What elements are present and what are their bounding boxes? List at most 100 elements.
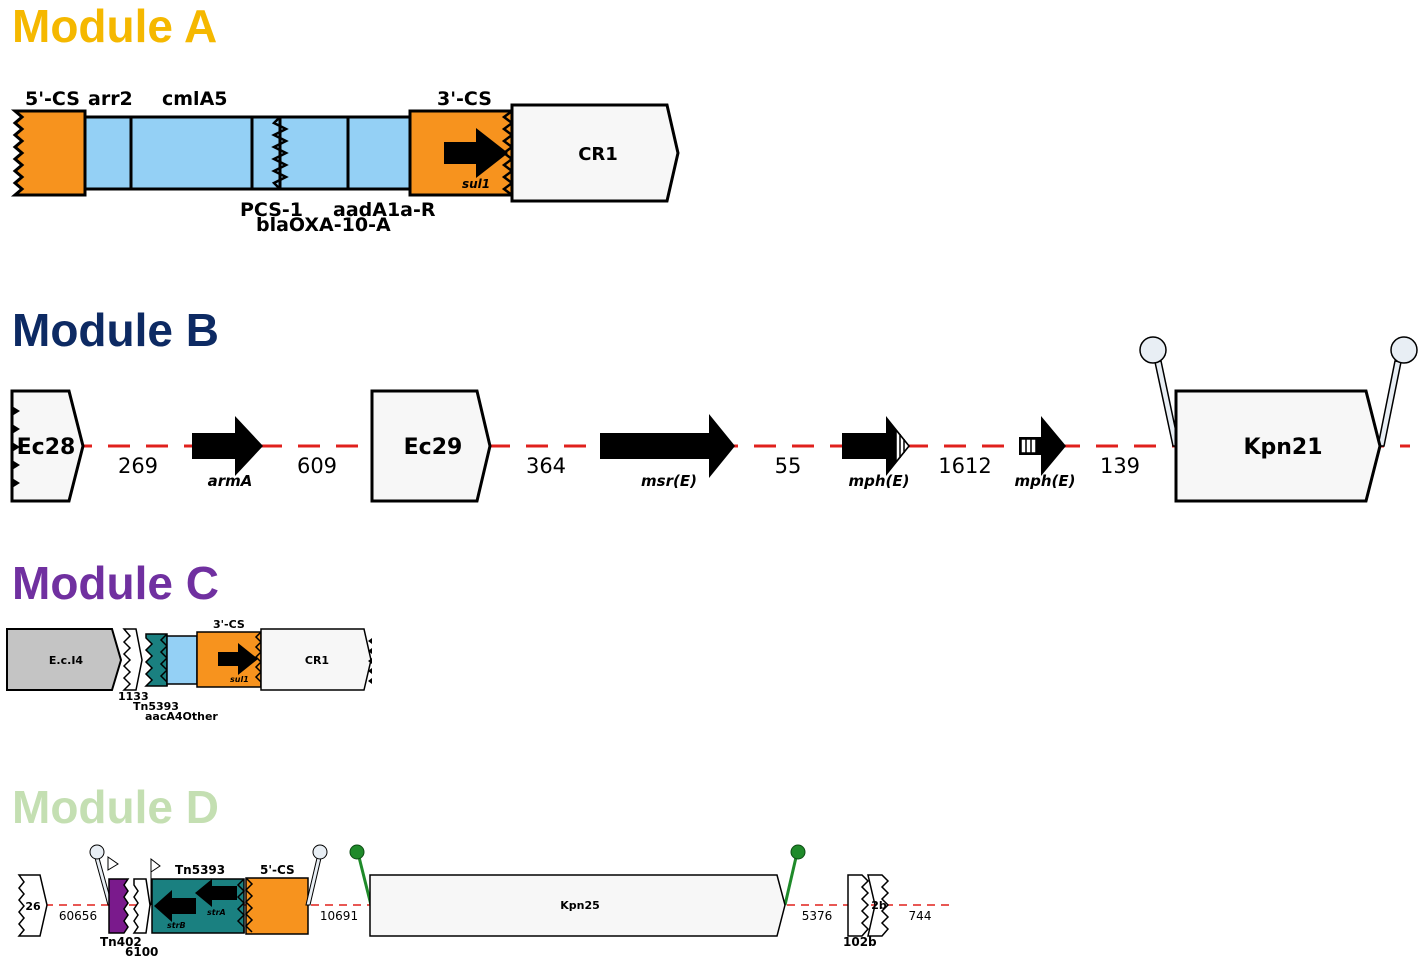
module-a-3cs-label: 3'-CS xyxy=(437,88,492,110)
module-c-sul1-label: sul1 xyxy=(230,675,249,684)
module-d-stra-label: strA xyxy=(207,908,226,917)
module-c-1133-element xyxy=(122,628,143,691)
module-a-cr1-box xyxy=(510,103,680,203)
module-b-mphe2-stripe-box xyxy=(1020,438,1037,454)
module-d-10691-label: 10691 xyxy=(320,909,358,923)
module-d-6100-label: 6100 xyxy=(125,945,158,959)
module-a-aada1a-cassette xyxy=(346,115,412,191)
module-b-gap-269: 269 xyxy=(118,454,158,478)
module-b-mphe2-arrow xyxy=(1019,416,1066,476)
module-c-eci4-box xyxy=(6,628,123,691)
module-d-744-label: 744 xyxy=(909,909,932,923)
module-d-lollipop-green-right-stem xyxy=(783,852,799,906)
module-c-cr1-box xyxy=(260,628,372,691)
module-b-lollipop-left-head xyxy=(1139,336,1167,364)
module-d-title: Module D xyxy=(12,781,219,833)
module-d-26-element xyxy=(17,874,48,937)
module-d-6100-element xyxy=(132,878,151,934)
module-a-sul1-arrow xyxy=(444,128,508,178)
module-d-kpn25-label: Kpn25 xyxy=(560,899,600,912)
module-b-lollipop-right-head xyxy=(1390,336,1418,364)
module-a-arr2-label: arr2 xyxy=(88,88,133,110)
module-a-title: Module A xyxy=(12,0,217,52)
module-a-arr2-cassette xyxy=(83,115,133,191)
module-b-gap-55: 55 xyxy=(775,454,802,478)
module-b-ec28-teeth xyxy=(12,406,20,488)
module-b-mphe1-hatch xyxy=(895,427,910,465)
module-d-lollipop-green-left-stem xyxy=(356,852,373,906)
module-b-gap-1612: 1612 xyxy=(938,454,991,478)
module-d-5cs-block xyxy=(245,877,309,935)
module-d-tn402-block xyxy=(108,878,130,934)
module-c-tn5393-label: Tn5393 xyxy=(133,700,179,713)
module-c-3cs-label: 3'-CS xyxy=(213,618,245,631)
module-b-kpn21-box xyxy=(1174,389,1382,503)
module-b-mphe1-arrow xyxy=(842,416,910,476)
module-a-5cs-label: 5'-CS xyxy=(25,88,80,110)
module-c-3cs-zigzag xyxy=(254,631,263,687)
module-c-tn5393-zigzag xyxy=(159,633,169,686)
module-a-pcs1-label: PCS-1 xyxy=(240,199,303,221)
module-c-aaca4-label: aacA4Other xyxy=(145,710,218,723)
module-d-2b-label: 2b xyxy=(871,899,887,912)
module-b-ec29-box xyxy=(370,389,492,503)
module-d-60656-label: 60656 xyxy=(59,909,97,923)
module-b-mphe2-label: mph(E) xyxy=(1014,472,1075,490)
module-a-pcs1-cassette xyxy=(250,115,282,191)
module-d-26-label: 26 xyxy=(25,900,41,913)
module-a-oxa10-label: blaOXA-10-A xyxy=(256,214,391,236)
module-a-sul1-label: sul1 xyxy=(462,177,490,191)
module-b-msre-label: msr(E) xyxy=(641,472,697,490)
module-d-lollipop-1-head xyxy=(89,844,105,860)
module-d-kpn25-box xyxy=(369,874,786,937)
module-a-cmla5-label: cmlA5 xyxy=(162,88,228,110)
module-b-ec28-label: Ec28 xyxy=(17,435,76,460)
module-b-gap-364: 364 xyxy=(526,454,566,478)
module-b-arma-label: armA xyxy=(208,472,253,490)
module-c-sul1-arrow xyxy=(218,643,258,675)
module-d-102b-element xyxy=(847,874,870,937)
module-b-kpn21-label: Kpn21 xyxy=(1243,435,1322,460)
module-b-msre-arrow xyxy=(600,414,735,478)
module-d-5376-label: 5376 xyxy=(802,909,833,923)
module-c-cr1-teeth xyxy=(368,638,372,684)
module-b-ec29-label: Ec29 xyxy=(404,435,463,460)
module-a-zigzag-mid xyxy=(271,116,289,190)
module-a: Module A sul1 CR1 5'-CS arr2 cmlA5 3'-CS… xyxy=(10,0,680,236)
module-d-2b-element xyxy=(867,874,890,937)
module-a-oxa10-cassette xyxy=(278,115,350,191)
module-b-gap-609: 609 xyxy=(297,454,337,478)
module-a-aada1a-label: aadA1a-R xyxy=(333,199,436,221)
module-d-102b-label: 102b xyxy=(843,935,877,949)
module-b: Module B Ec28 269 armA 609 Ec29 364 msr(… xyxy=(10,304,1418,503)
module-d-5cs-zigzag xyxy=(244,877,254,933)
module-d-flag-2 xyxy=(150,857,161,873)
module-c-aaca4-cassette xyxy=(166,635,198,685)
module-d-tn5393-label: Tn5393 xyxy=(175,863,225,877)
module-d: Module D 26 60656 strA strB Tn5393 xyxy=(12,781,952,959)
module-d-stra-arrow xyxy=(195,879,237,907)
module-c: Module C E.c.I4 sul1 3'-CS CR1 1133 Tn53… xyxy=(6,557,372,723)
module-b-arma-arrow xyxy=(192,416,263,476)
module-b-gap-139: 139 xyxy=(1100,454,1140,478)
module-d-flag-1 xyxy=(107,856,119,871)
module-c-title: Module C xyxy=(12,557,219,609)
module-d-strb-arrow xyxy=(154,890,196,922)
module-d-strb-label: strB xyxy=(167,921,186,930)
module-c-1133-label: 1133 xyxy=(118,690,149,703)
module-d-5cs-label: 5'-CS xyxy=(260,863,295,877)
module-a-cr1-label: CR1 xyxy=(578,144,618,165)
module-b-title: Module B xyxy=(12,304,219,356)
module-d-tn402-label: Tn402 xyxy=(100,935,142,949)
module-d-lollipop-green-right-head xyxy=(790,844,806,860)
module-d-tn5393-zigzag xyxy=(236,878,246,933)
module-d-lollipop-2-head xyxy=(312,844,328,860)
module-a-cmla5-cassette xyxy=(129,115,254,191)
module-d-lollipop-green-left-head xyxy=(349,844,365,860)
module-b-mphe1-label: mph(E) xyxy=(848,472,909,490)
module-b-lollipop-right-stem xyxy=(1377,360,1402,447)
module-a-5cs-block xyxy=(10,109,87,197)
module-c-cr1-label: CR1 xyxy=(305,654,329,667)
module-c-eci4-label: E.c.I4 xyxy=(49,654,83,667)
